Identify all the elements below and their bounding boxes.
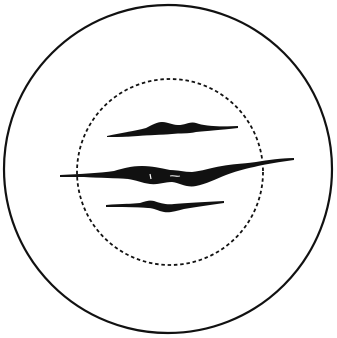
middle-streak-fleck: [170, 176, 180, 177]
